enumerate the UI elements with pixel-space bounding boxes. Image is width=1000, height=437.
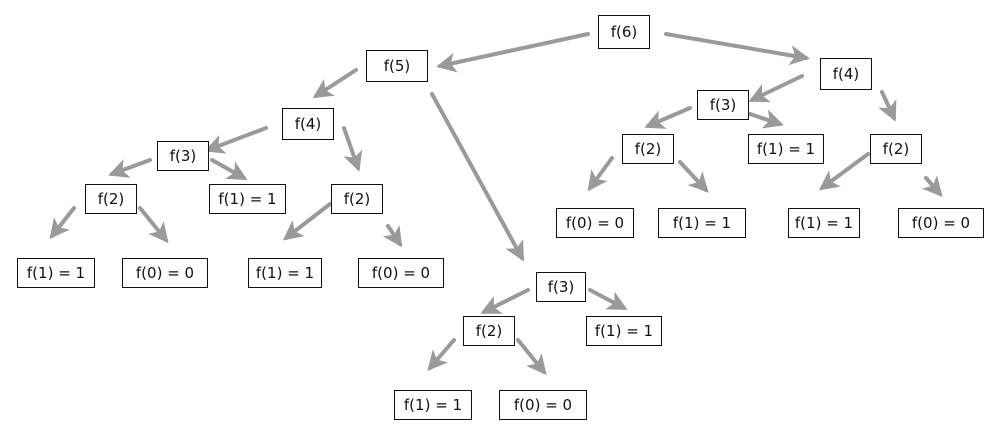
- arrow-n3-to-n10: [342, 126, 363, 172]
- arrow-n19-to-n21: [678, 160, 709, 193]
- node-f2: f(2): [622, 134, 674, 164]
- arrow-n5-to-n6: [108, 158, 152, 178]
- arrow-n10-to-n12: [382, 224, 403, 248]
- node-f2: f(2): [85, 184, 137, 214]
- arrow-n2-to-n13: [430, 92, 524, 262]
- node-f1-leaf: f(1) = 1: [748, 134, 824, 164]
- node-f1-leaf: f(1) = 1: [248, 258, 322, 288]
- arrow-n6-to-n8: [138, 206, 169, 244]
- node-f1-leaf: f(1) = 1: [788, 208, 860, 238]
- node-f4-left: f(4): [282, 108, 334, 140]
- node-f3-right: f(3): [697, 90, 749, 120]
- arrow-n23-to-n24: [818, 152, 870, 191]
- node-f1-leaf: f(1) = 1: [209, 184, 286, 214]
- node-f0-leaf: f(0) = 0: [358, 258, 444, 288]
- node-f2: f(2): [463, 316, 515, 346]
- arrow-n3-to-n5: [204, 126, 268, 154]
- arrow-n18-to-n22: [748, 109, 784, 129]
- node-f0-leaf: f(0) = 0: [898, 208, 984, 238]
- node-f0-leaf: f(0) = 0: [499, 390, 587, 420]
- node-f0-leaf: f(0) = 0: [122, 258, 208, 288]
- node-f6: f(6): [598, 15, 650, 49]
- node-f2: f(2): [870, 134, 922, 164]
- arrow-n10-to-n11: [282, 202, 332, 241]
- arrow-n4-to-n23: [878, 90, 897, 122]
- arrow-n13-to-n14: [480, 288, 530, 314]
- arrow-n5-to-n9: [210, 158, 248, 180]
- arrow-n6-to-n7: [49, 206, 76, 240]
- arrow-n13-to-n17: [588, 288, 628, 310]
- node-f3-left: f(3): [157, 141, 209, 171]
- arrow-n1-to-n2: [436, 32, 590, 73]
- node-f0-leaf: f(0) = 0: [556, 208, 634, 238]
- arrow-n18-to-n19: [644, 106, 692, 129]
- arrow-n4-to-n18: [748, 74, 804, 103]
- node-f1-leaf: f(1) = 1: [658, 208, 746, 238]
- node-f4-right: f(4): [820, 58, 872, 90]
- arrow-n23-to-n25: [921, 175, 943, 198]
- arrow-n14-to-n16: [516, 338, 547, 376]
- node-f1-leaf: f(1) = 1: [586, 316, 662, 346]
- node-f2: f(2): [331, 184, 383, 214]
- arrow-n2-to-n3: [312, 68, 358, 99]
- arrow-n14-to-n15: [427, 338, 456, 372]
- arrow-n1-to-n18: [664, 32, 810, 66]
- node-f1-leaf: f(1) = 1: [394, 390, 472, 420]
- arrow-n19-to-n20: [587, 156, 614, 192]
- node-f3-middle: f(3): [536, 272, 586, 302]
- node-f1-leaf: f(1) = 1: [17, 258, 95, 288]
- node-f5: f(5): [366, 50, 428, 82]
